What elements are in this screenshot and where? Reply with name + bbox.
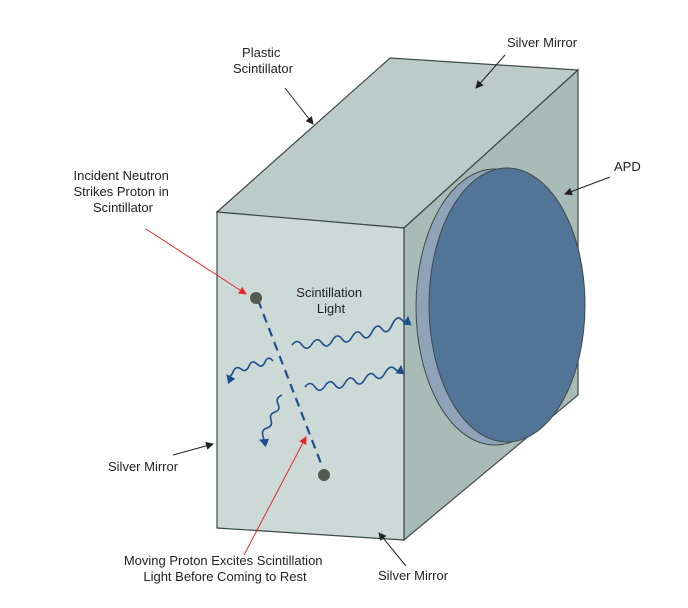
- photon-arrow-left: [226, 357, 274, 385]
- pointer-lines: [145, 54, 611, 567]
- pointer-silver-mirror-left: [172, 441, 214, 456]
- label-moving-proton: Moving Proton Excites Scintillation Ligh…: [124, 553, 326, 584]
- proton-start-dot: [250, 292, 262, 304]
- block-front-face: [216, 211, 405, 541]
- pointer-plastic-scintillator: [284, 87, 314, 125]
- pointer-silver-mirror-top: [475, 54, 506, 89]
- apd-disk: [415, 167, 586, 446]
- label-plastic-scintillator: Plastic Scintillator: [233, 45, 294, 76]
- pointer-moving-proton: [243, 436, 307, 556]
- photon-arrow-upper-right: [291, 316, 412, 350]
- photon-arrow-down-left: [259, 394, 283, 448]
- pointer-apd: [564, 176, 611, 196]
- label-silver-mirror-left: Silver Mirror: [108, 459, 179, 474]
- label-incident-neutron: Incident Neutron Strikes Proton in Scint…: [73, 168, 172, 215]
- label-apd: APD: [614, 159, 641, 174]
- pointer-silver-mirror-bottom: [378, 532, 407, 567]
- label-silver-mirror-bottom: Silver Mirror: [378, 568, 449, 583]
- label-silver-mirror-top: Silver Mirror: [507, 35, 578, 50]
- label-scintillation-light: Scintillation Light: [296, 285, 365, 316]
- pointer-incident-neutron: [145, 228, 247, 295]
- proton-end-dot: [318, 469, 330, 481]
- photon-arrows: [226, 316, 412, 448]
- photon-arrow-lower-right: [304, 365, 405, 392]
